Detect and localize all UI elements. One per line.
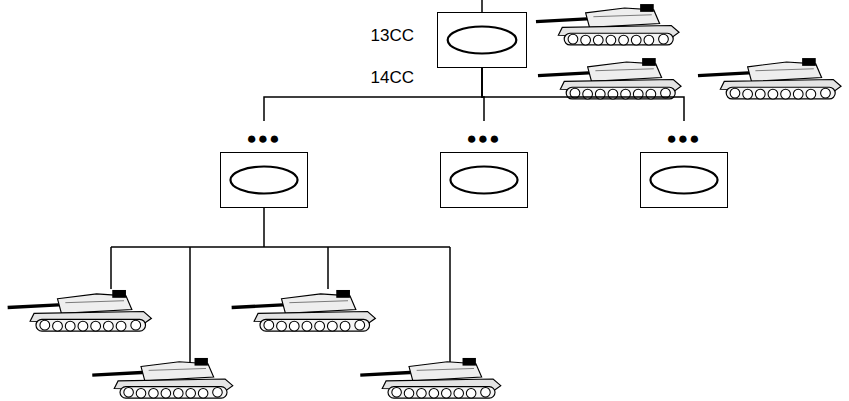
tank xyxy=(232,290,376,331)
armor-symbol xyxy=(221,153,307,207)
command-connector xyxy=(482,68,684,121)
tank xyxy=(536,4,679,45)
tank xyxy=(360,358,500,398)
platoon-box: ●●● xyxy=(440,152,528,208)
unit-label: 13CC xyxy=(371,26,414,46)
size-indicator: ●●● xyxy=(247,129,281,149)
size-indicator: ●●● xyxy=(667,129,701,149)
tank xyxy=(698,58,841,99)
tank xyxy=(538,58,681,99)
headquarters-box: 13CC14CC xyxy=(437,12,527,68)
platoon-wiring xyxy=(111,208,450,371)
unit-label: 14CC xyxy=(371,68,414,88)
command-line xyxy=(481,0,483,12)
platoon-box: ●●● xyxy=(640,152,728,208)
command-connector xyxy=(264,68,482,121)
tank xyxy=(92,358,232,398)
size-indicator: ●●● xyxy=(467,129,501,149)
tank xyxy=(8,290,152,331)
armor-symbol xyxy=(441,153,527,207)
platoon-box: ●●● xyxy=(220,152,308,208)
armor-symbol xyxy=(438,13,526,67)
armor-symbol xyxy=(641,153,727,207)
